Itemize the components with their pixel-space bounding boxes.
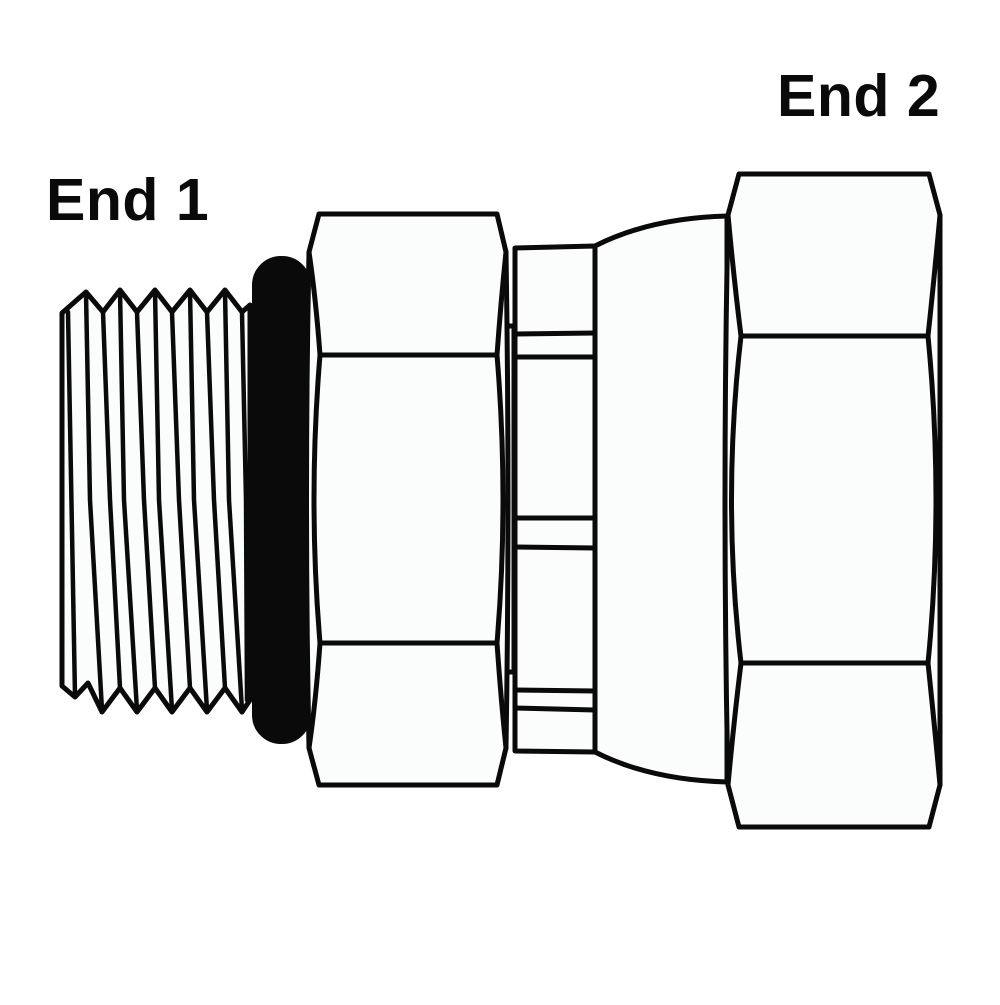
hex-nut-1 xyxy=(304,211,511,788)
tapered-body xyxy=(592,213,730,785)
end-2-label: End 2 xyxy=(777,63,941,129)
end-1-label: End 1 xyxy=(46,167,210,233)
hex-nut-2 xyxy=(722,171,943,830)
o-ring xyxy=(252,256,311,744)
male-thread xyxy=(59,287,253,715)
swivel-collar xyxy=(512,243,598,755)
